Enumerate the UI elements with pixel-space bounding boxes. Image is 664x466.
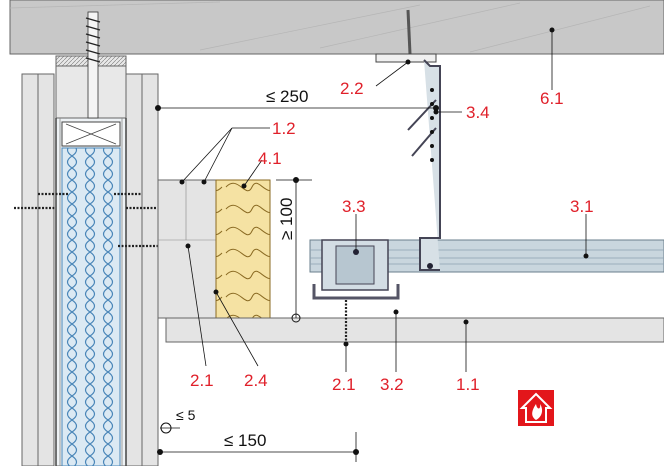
callout-2-4: 2.4 — [244, 371, 268, 390]
board-strip — [157, 179, 217, 319]
dim-bottom-offset: ≤ 150 — [224, 431, 266, 450]
dimension-lines — [155, 105, 439, 462]
callout-3-4: 3.4 — [466, 103, 490, 122]
callout-6-1: 6.1 — [540, 89, 564, 108]
callout-2-1-left: 2.1 — [190, 371, 214, 390]
dim-top-gap: ≤ 250 — [266, 87, 308, 106]
callout-3-1: 3.1 — [570, 197, 594, 216]
callout-4-1: 4.1 — [258, 149, 282, 168]
callout-2-1-mid: 2.1 — [332, 375, 356, 394]
callout-leaders — [179, 27, 589, 372]
callout-3-3: 3.3 — [342, 197, 366, 216]
callout-1-2: 1.2 — [272, 119, 296, 138]
concrete-slab — [9, 0, 664, 55]
callout-1-1: 1.1 — [456, 375, 480, 394]
fire-protection-icon — [518, 390, 554, 426]
dim-insulation-height: ≥ 100 — [277, 198, 296, 240]
slab-anchor — [85, 11, 101, 119]
callout-3-2: 3.2 — [380, 375, 404, 394]
mineral-wool — [215, 179, 271, 319]
cross-connector — [312, 239, 400, 300]
ceiling-board — [165, 317, 664, 343]
dim-joint-gap: ≤ 5 — [176, 407, 196, 423]
callout-2-2: 2.2 — [340, 79, 364, 98]
